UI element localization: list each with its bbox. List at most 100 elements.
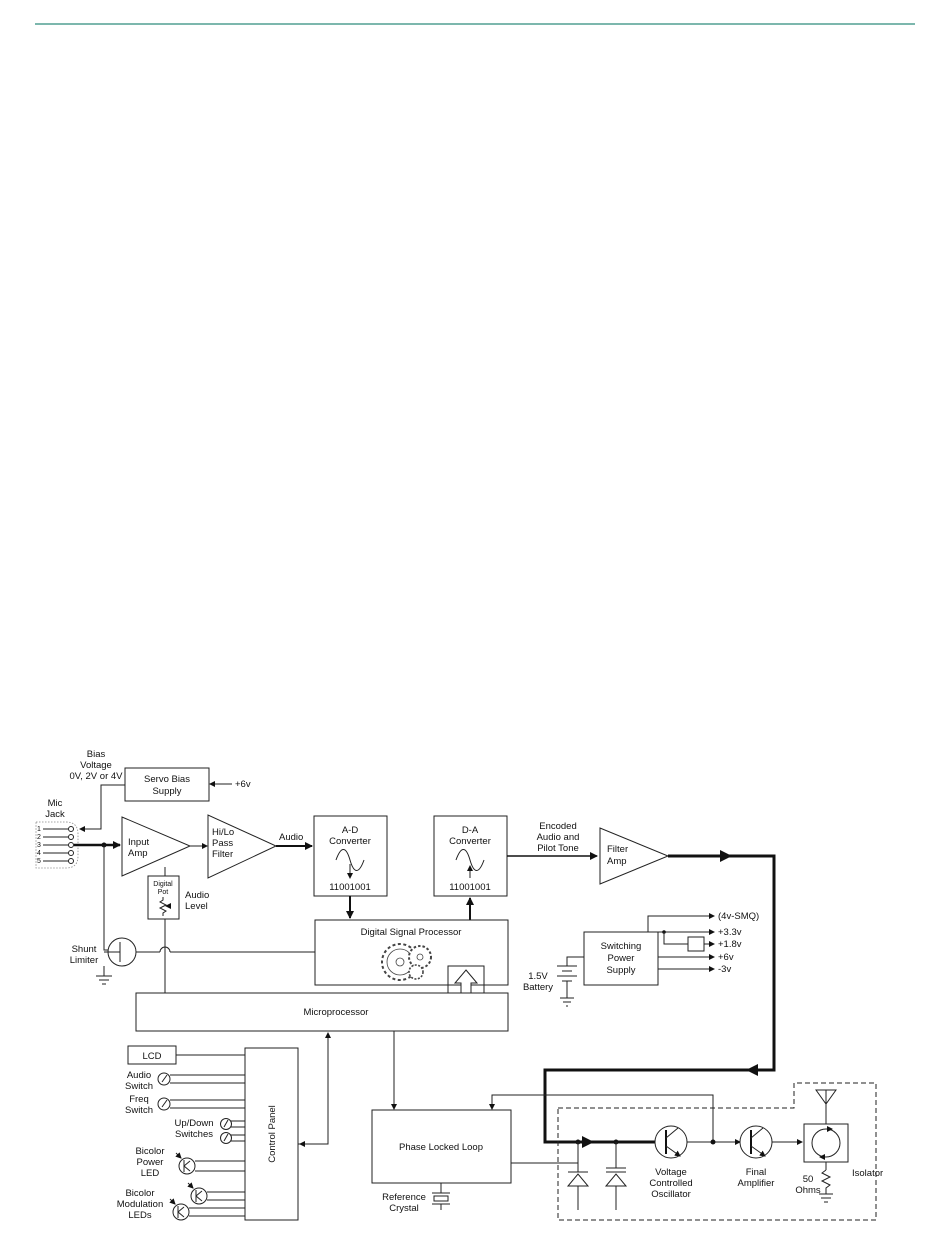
- filter-label-2: Pass: [212, 838, 233, 849]
- hi-lo-pass-filter: [207, 814, 278, 879]
- audio-level-label: Audio: [185, 890, 209, 901]
- lcd-label: LCD: [142, 1051, 161, 1062]
- final-amp-label: Final: [746, 1167, 767, 1178]
- da-label: D-A: [462, 825, 479, 836]
- servo-bias-label: Servo Bias: [144, 774, 190, 785]
- power-led-label-3: LED: [141, 1168, 160, 1179]
- modulation-leds-icon: [169, 1182, 245, 1221]
- updown-label: Up/Down: [174, 1118, 213, 1129]
- ohms-label: 50: [803, 1174, 814, 1185]
- svg-text:Voltage: Voltage: [80, 760, 112, 771]
- ad-label: A-D: [342, 825, 359, 836]
- servo-bias-label-2: Supply: [152, 786, 181, 797]
- plus6v-top-label: +6v: [235, 779, 251, 790]
- svg-text:4: 4: [37, 850, 41, 857]
- control-panel-box: [244, 1047, 299, 1221]
- dsp-label: Digital Signal Processor: [361, 927, 462, 938]
- pll-label: Phase Locked Loop: [399, 1142, 483, 1153]
- digital-pot-label-2: Pot: [158, 889, 169, 896]
- gears-icon: [381, 943, 432, 981]
- microprocessor-box: [135, 992, 509, 1032]
- ad-converter-box: [313, 815, 388, 897]
- da-code: 11001001: [449, 882, 491, 893]
- filter-label: Hi/Lo: [212, 827, 234, 838]
- antenna-icon: [815, 1089, 837, 1106]
- audio-switch-label: Audio: [127, 1070, 151, 1081]
- svg-text:Mic: Mic: [48, 798, 63, 809]
- microprocessor-label: Microprocessor: [304, 1007, 369, 1018]
- svg-text:3: 3: [37, 842, 41, 849]
- switching-label-2: Power: [608, 953, 635, 964]
- input-amp-label-2: Amp: [128, 848, 148, 859]
- svg-text:Encoded: Encoded: [539, 821, 577, 832]
- battery-label: 1.5V: [528, 971, 548, 982]
- power-rails: [647, 913, 715, 972]
- freq-switch-icon: [157, 1097, 245, 1111]
- rail-label-6v: +6v: [718, 952, 734, 963]
- ref-crystal-label-2: Crystal: [389, 1203, 419, 1214]
- switching-label-3: Supply: [606, 965, 635, 976]
- rf-signal-path: [543, 854, 776, 1144]
- battery-symbol: [557, 956, 584, 1007]
- digital-pot-label: Digital: [153, 881, 173, 888]
- da-label-2: Converter: [449, 836, 491, 847]
- updown-switches-icon: [220, 1118, 245, 1144]
- mod-leds-label-2: Modulation: [117, 1199, 163, 1210]
- rail-label-3v3: +3.3v: [718, 927, 742, 938]
- filter-amp: [599, 827, 670, 885]
- final-amp-label-2: Amplifier: [738, 1178, 775, 1189]
- power-led-label-2: Power: [137, 1157, 164, 1168]
- vco-transistor: [654, 1125, 741, 1159]
- shunt-label: Shunt: [72, 944, 97, 955]
- rail-label-1v8: +1.8v: [718, 939, 742, 950]
- control-panel-label: Control Panel: [267, 1105, 278, 1163]
- final-amplifier-transistor: [739, 1125, 803, 1159]
- ad-code: 11001001: [329, 882, 371, 893]
- varactor-diodes: [566, 1139, 628, 1210]
- mic-jack: Mic Jack 1 2 3 4 5: [35, 798, 79, 869]
- rail-label-smq: (4v-SMQ): [718, 911, 759, 922]
- reference-crystal-icon: [432, 1183, 450, 1210]
- filter-amp-label: Filter: [607, 844, 628, 855]
- rail-label-neg3v: -3v: [718, 964, 731, 975]
- vco-label: Voltage: [655, 1167, 687, 1178]
- freq-switch-label: Freq: [129, 1094, 149, 1105]
- power-led-label: Bicolor: [135, 1146, 164, 1157]
- encoded-label: Encoded Audio and Pilot Tone: [537, 821, 580, 854]
- switching-power-supply-box: [583, 931, 659, 986]
- svg-text:0V, 2V or 4V: 0V, 2V or 4V: [70, 771, 124, 782]
- audio-level-label-2: Level: [185, 901, 208, 912]
- mod-leds-label: Bicolor: [125, 1188, 154, 1199]
- vco-label-3: Oscillator: [651, 1189, 691, 1200]
- da-converter-box: [433, 815, 508, 897]
- freq-switch-label-2: Switch: [125, 1105, 153, 1116]
- ad-label-2: Converter: [329, 836, 371, 847]
- svg-text:Pilot Tone: Pilot Tone: [537, 843, 579, 854]
- svg-text:1: 1: [37, 826, 41, 833]
- svg-text:Jack: Jack: [45, 809, 65, 820]
- bias-voltage-label: Bias Voltage 0V, 2V or 4V: [70, 749, 124, 782]
- isolator: [803, 1106, 849, 1203]
- rf-section-outline: [557, 1082, 877, 1221]
- filter-label-3: Filter: [212, 849, 233, 860]
- power-led-icon: [175, 1152, 245, 1175]
- switching-label: Switching: [601, 941, 642, 952]
- updown-label-2: Switches: [175, 1129, 213, 1140]
- audio-switch-icon: [157, 1072, 245, 1086]
- vco-label-2: Controlled: [649, 1178, 692, 1189]
- audio-label: Audio: [279, 832, 303, 843]
- filter-amp-label-2: Amp: [607, 856, 627, 867]
- isolator-label: Isolator: [852, 1168, 883, 1179]
- svg-text:5: 5: [37, 858, 41, 865]
- mod-leds-label-3: LEDs: [128, 1210, 151, 1221]
- ohms-label-2: Ohms: [795, 1185, 821, 1196]
- battery-label-2: Battery: [523, 982, 553, 993]
- shunt-limiter-transistor: [96, 937, 160, 985]
- shunt-label-2: Limiter: [70, 955, 99, 966]
- audio-switch-label-2: Switch: [125, 1081, 153, 1092]
- svg-text:Audio and: Audio and: [537, 832, 580, 843]
- input-amp-label: Input: [128, 837, 149, 848]
- ref-crystal-label: Reference: [382, 1192, 426, 1203]
- input-amp: [121, 816, 192, 877]
